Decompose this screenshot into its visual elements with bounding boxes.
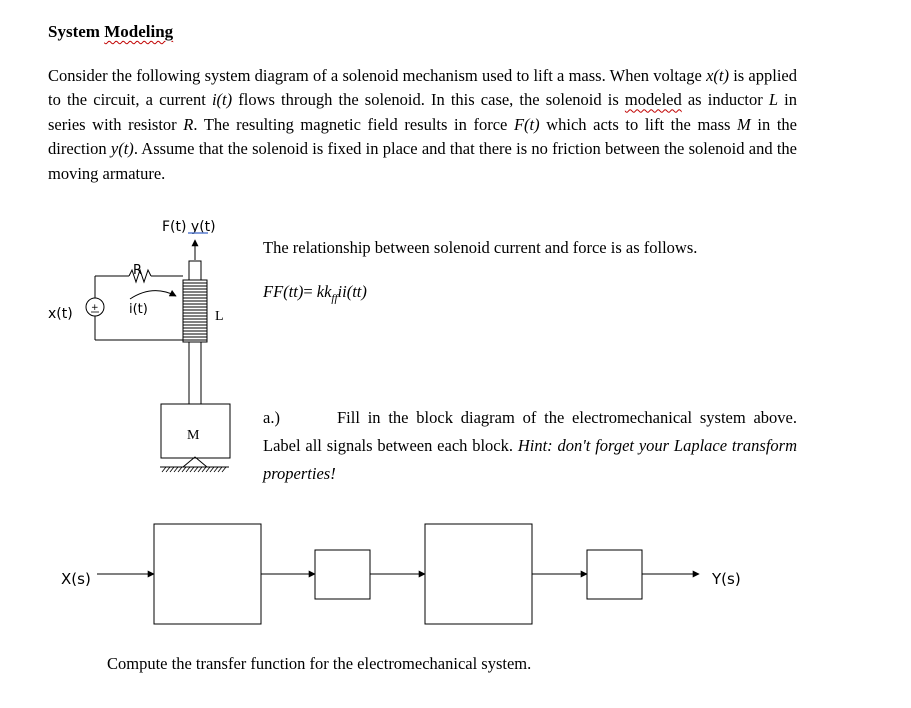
ground-hatch [161, 466, 227, 473]
eq-k: kk [316, 282, 332, 301]
para-text: Consider the following system diagram of… [48, 66, 707, 85]
support-triangle [182, 456, 208, 468]
solenoid-schematic: + [85, 239, 231, 473]
voltage-label: x(t) [48, 306, 73, 322]
resistor-symbol [128, 268, 152, 284]
block-1[interactable] [153, 523, 262, 625]
block-4[interactable] [586, 549, 643, 600]
eq-equals: = [303, 282, 317, 301]
para-text: is applied to the circuit, a current [48, 66, 798, 110]
compute-prompt: Compute the transfer function for the el… [107, 654, 532, 673]
output-signal-label: Y(s) [711, 570, 741, 588]
mass-block [160, 403, 231, 459]
var-R: R [183, 114, 194, 134]
block-3[interactable] [424, 523, 533, 625]
question-hint: Hint: don't forget your Laplace transfor… [263, 436, 797, 483]
voltage-source-symbol [85, 297, 105, 317]
title-prefix: System [48, 22, 105, 41]
force-equation: FF(tt)= kkffii(tt) [263, 282, 367, 304]
var-F-t: F(t) [513, 114, 540, 134]
inductor-label: L [215, 309, 224, 324]
relationship-text: The relationship between solenoid curren… [263, 238, 698, 257]
var-y-t: y(t) [110, 139, 134, 159]
eq-k-subscript: ff [331, 292, 338, 305]
block-2[interactable] [314, 549, 371, 600]
para-text: which acts to lift the mass [539, 114, 738, 134]
para-text: . Assume that the solenoid is fixed in p… [48, 139, 797, 183]
section-title: System Modeling [48, 22, 173, 42]
resistor-label: R [133, 263, 142, 278]
problem-paragraph: Consider the following system diagram of… [48, 64, 797, 186]
eq-current: ii(tt) [337, 282, 367, 301]
question-a: a.)Fill in the block diagram of the elec… [263, 404, 797, 488]
current-arrow [129, 289, 177, 300]
input-signal-label: X(s) [61, 570, 91, 588]
para-text: as inductor [681, 90, 769, 110]
solenoid-coil [182, 279, 208, 343]
para-text: in the direction [48, 114, 797, 159]
eq-lhs: FF(tt) [263, 282, 304, 301]
var-x-t: x(t) [706, 66, 729, 85]
question-label: a.) [263, 408, 280, 427]
var-L: L [768, 90, 779, 110]
force-position-label: F(t) y(t) [162, 219, 216, 235]
mass-label: M [187, 428, 200, 443]
var-M: M [737, 114, 751, 134]
current-label: i(t) [129, 302, 148, 317]
var-i-t: i(t) [211, 90, 233, 110]
para-text: . The resulting magnetic field results i… [193, 114, 514, 134]
question-text: Fill in the block diagram of the electro… [263, 408, 797, 455]
misspelled-modeled: modeled [624, 90, 682, 110]
title-misspelled-word: Modeling [104, 22, 174, 41]
svg-text:+: + [91, 303, 99, 313]
block-diagram [97, 523, 700, 625]
para-text: flows through the solenoid. In this case… [232, 90, 625, 110]
para-text: in series with resistor [48, 90, 798, 134]
